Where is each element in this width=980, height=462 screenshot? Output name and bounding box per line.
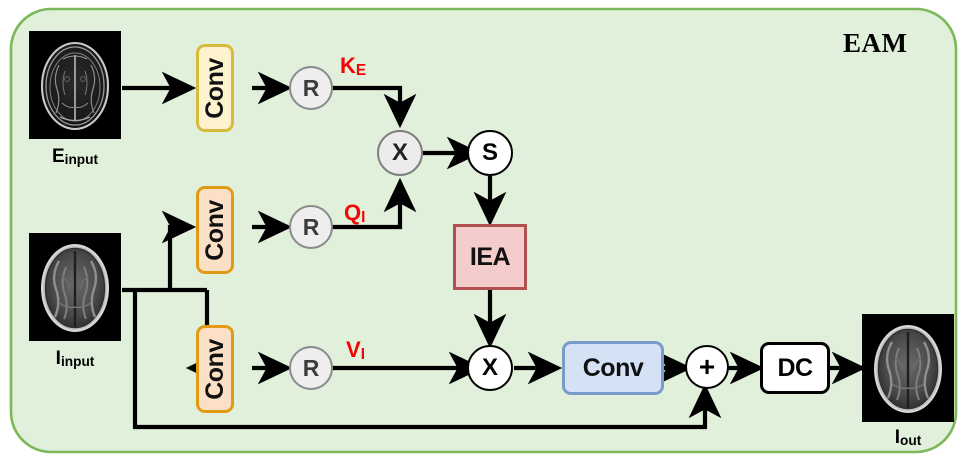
image-output-caption-main: I: [894, 427, 900, 448]
reshape-node-query[interactable]: R: [289, 205, 333, 249]
conv-block-query[interactable]: Conv: [196, 186, 234, 274]
signal-label-query-main: Q: [344, 200, 362, 225]
signal-label-query: QI: [344, 200, 365, 226]
image-output-thumbnail: [862, 314, 954, 422]
softmax-node[interactable]: S: [467, 130, 513, 176]
add-node[interactable]: +: [685, 345, 729, 389]
signal-label-key: KE: [340, 53, 366, 79]
conv-block-value-label: Conv: [200, 338, 229, 400]
reshape-node-key-label: R: [302, 74, 320, 101]
matmul-node-av-label: X: [481, 354, 498, 381]
matmul-node-qk-label: X: [391, 139, 408, 166]
conv-block-query-label: Conv: [200, 199, 229, 261]
dc-block[interactable]: DC: [760, 342, 830, 394]
dc-block-label: DC: [777, 353, 813, 382]
reshape-node-key[interactable]: R: [289, 66, 333, 110]
image-output-caption: Iout: [862, 427, 954, 449]
signal-label-key-sub: E: [355, 62, 367, 79]
matmul-node-qk[interactable]: X: [377, 130, 423, 176]
signal-label-query-sub: I: [361, 209, 366, 226]
reshape-node-value[interactable]: R: [289, 346, 333, 390]
image-input-caption: Iinput: [29, 348, 121, 370]
softmax-node-label: S: [481, 139, 498, 166]
signal-label-value-sub: I: [360, 346, 365, 363]
edge-input-thumbnail: [29, 31, 121, 139]
signal-label-key-main: K: [340, 53, 356, 78]
conv-block-fuse[interactable]: Conv: [562, 341, 664, 395]
conv-block-edge-label: Conv: [200, 57, 229, 119]
image-input-caption-main: I: [55, 348, 61, 369]
conv-block-value[interactable]: Conv: [196, 325, 234, 413]
image-input-thumbnail: [29, 233, 121, 341]
image-output-caption-sub: out: [900, 433, 922, 448]
conv-block-edge[interactable]: Conv: [196, 44, 234, 132]
iea-block-label: IEA: [469, 242, 511, 271]
iea-block[interactable]: IEA: [453, 224, 527, 290]
reshape-node-query-label: R: [302, 213, 320, 240]
reshape-node-value-label: R: [302, 354, 320, 381]
signal-label-value-main: V: [346, 337, 361, 362]
signal-label-value: VI: [346, 337, 365, 363]
edge-input-caption-main: E: [51, 146, 65, 167]
matmul-node-av[interactable]: X: [467, 345, 513, 391]
diagram-title: EAM: [843, 28, 908, 58]
edge-input-caption: Einput: [29, 146, 121, 168]
conv-block-fuse-label: Conv: [582, 353, 644, 382]
edge-input-caption-sub: input: [64, 152, 99, 167]
image-input-caption-sub: input: [60, 354, 95, 369]
add-node-label: +: [698, 351, 716, 382]
